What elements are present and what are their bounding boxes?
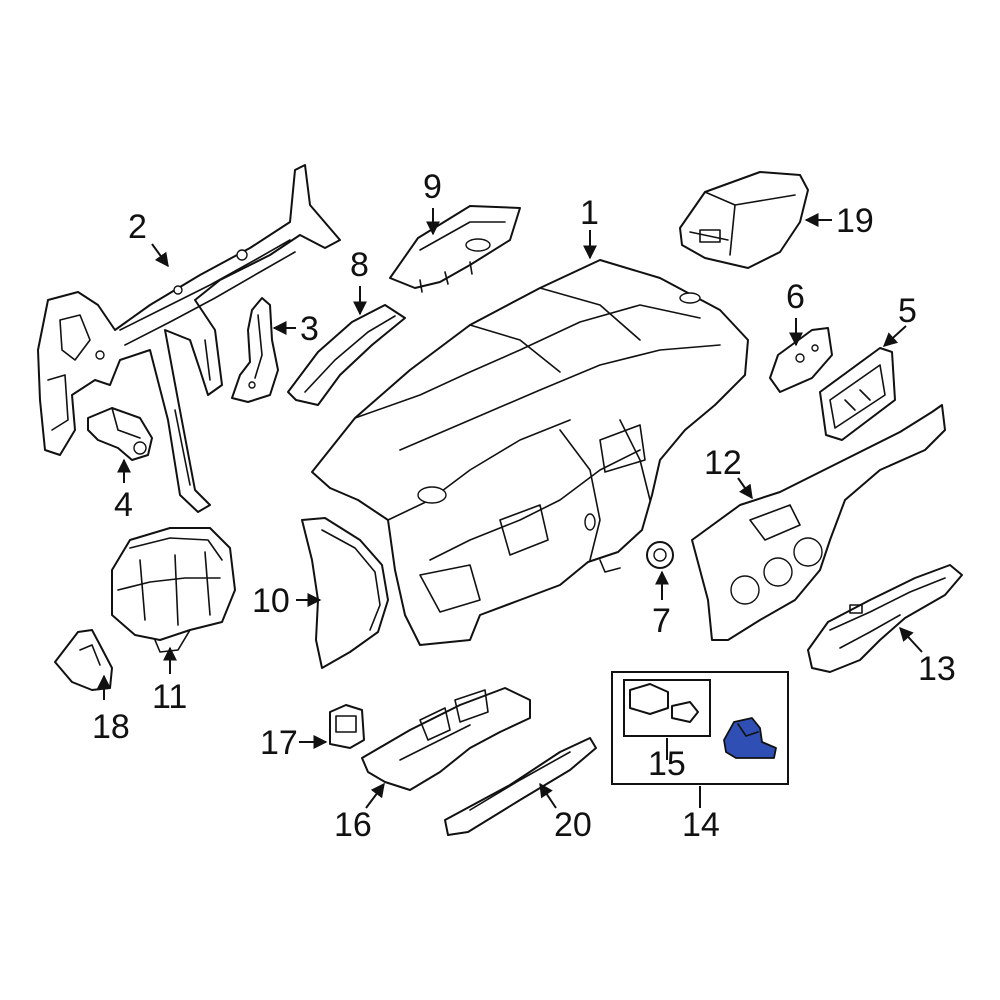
callout-19: 19 [836, 202, 874, 240]
callout-9: 9 [423, 168, 442, 206]
callout-16: 16 [334, 806, 372, 844]
leader-lines [97, 208, 923, 809]
callout-14: 14 [682, 806, 720, 844]
part-16-lower-panel [361, 687, 531, 791]
callout-1: 1 [580, 194, 599, 232]
part-13-lower-console [807, 564, 963, 673]
callout-2: 2 [128, 208, 147, 246]
callout-5: 5 [898, 292, 917, 330]
callout-17: 17 [260, 724, 298, 762]
part-10-side-cover [301, 517, 389, 669]
part-8-trim-panel [287, 304, 406, 406]
part-12-center-trim [691, 404, 946, 641]
callout-15: 15 [648, 745, 686, 783]
callout-12: 12 [704, 444, 742, 482]
part-9-upper-cover [389, 205, 521, 293]
callout-10: 10 [252, 582, 290, 620]
callout-6: 6 [786, 278, 805, 316]
part-4-sensor [87, 407, 153, 461]
callout-labels: 1 2 3 4 5 6 7 8 9 10 11 12 13 14 15 16 1… [92, 168, 956, 844]
callout-8: 8 [350, 246, 369, 284]
assembly-14-box [611, 671, 789, 785]
part-19-module [679, 171, 809, 269]
part-14-highlighted [723, 717, 777, 759]
callout-20: 20 [554, 806, 592, 844]
part-5-control-panel [819, 347, 896, 441]
callout-13: 13 [918, 650, 956, 688]
part-11-instrument-cluster [111, 527, 236, 653]
part-17-switch [329, 704, 365, 749]
callout-11: 11 [152, 678, 187, 716]
callout-3: 3 [300, 310, 319, 348]
part-2-crossbeam [37, 164, 341, 513]
part-3-bracket [231, 297, 279, 403]
callout-7: 7 [652, 602, 671, 640]
part-1-instrument-panel [311, 259, 749, 646]
part-7-grommet [646, 541, 674, 569]
callout-4: 4 [114, 486, 133, 524]
part-20-strip [444, 737, 597, 836]
callout-18: 18 [92, 708, 130, 746]
part-6-bracket [769, 327, 833, 393]
